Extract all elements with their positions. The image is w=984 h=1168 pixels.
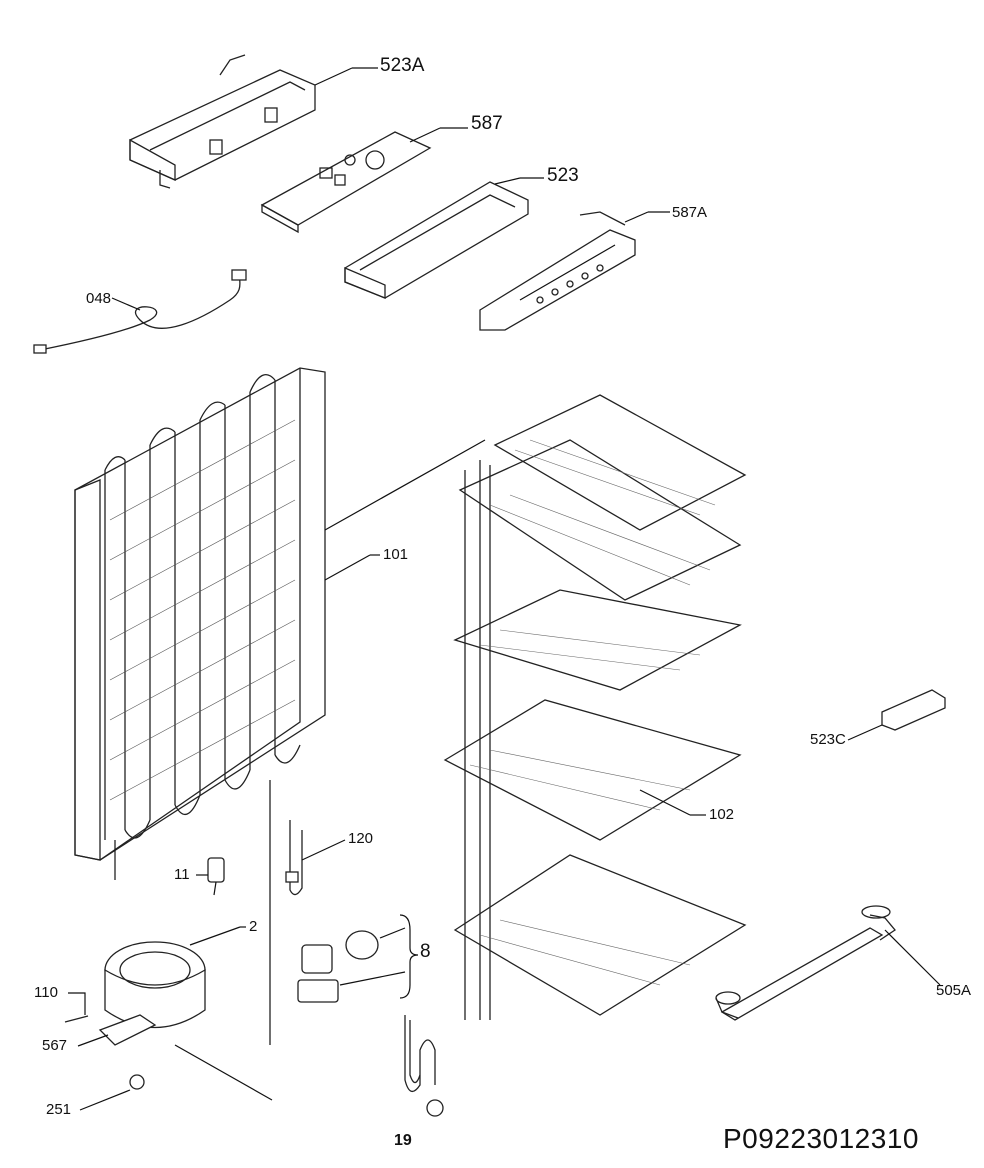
label-505A: 505A [936,982,972,999]
part-523-housing-tray [344,177,544,299]
label-101: 101 [383,546,409,563]
label-251: 251 [46,1101,72,1118]
document-id: P09223012310 [723,1123,919,1154]
label-120: 120 [348,830,374,847]
label-102: 102 [709,806,735,823]
part-110-pin [64,992,89,1023]
part-101-condenser [74,367,486,880]
label-19: 19 [394,1132,412,1149]
part-523C-clip [847,689,946,741]
part-587A-interface-board [479,211,670,331]
part-102-evaporator [443,394,747,1020]
part-048-sensor-cable [33,269,247,354]
label-523: 523 [547,165,579,186]
label-587A: 587A [672,204,708,221]
label-8: 8 [420,941,431,962]
label-2: 2 [249,918,258,935]
label-567: 567 [42,1037,68,1054]
label-523A: 523A [380,55,425,76]
part-120-wire [269,780,346,1045]
part-567-bracket [77,1034,109,1047]
part-523A-control-housing [129,54,378,189]
part-19-heater [404,1015,444,1117]
part-8-relay-group [297,914,419,1003]
part-587-circuit-board [260,127,468,234]
part-251-nut [79,1074,145,1111]
label-110: 110 [34,984,58,1001]
part-2-compressor [98,926,273,1101]
part-11-cylinder [196,857,225,896]
label-523C: 523C [810,731,846,748]
label-048: 048 [86,290,112,307]
label-587: 587 [471,113,503,134]
part-505A-bar [715,905,941,1021]
label-11: 11 [174,866,190,883]
